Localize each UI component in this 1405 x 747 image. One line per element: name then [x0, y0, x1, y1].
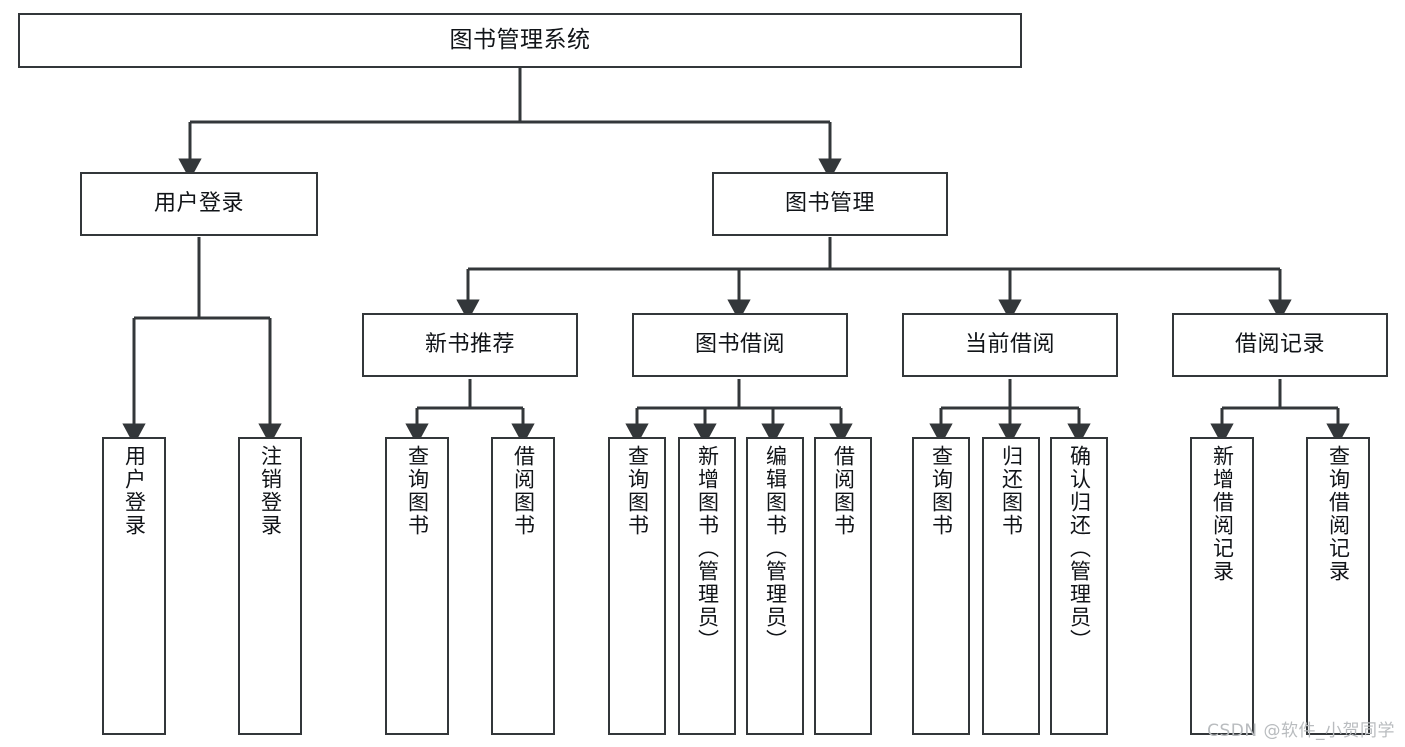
node-label: 图书借阅	[694, 331, 785, 357]
node-current-borrowing[interactable]: 当前借阅	[902, 313, 1118, 377]
node-book-borrowing[interactable]: 图书借阅	[632, 313, 848, 377]
node-label: 用户登录	[153, 190, 244, 216]
leaf-borrow-edit-book-admin[interactable]: 编辑图书（管理员）	[746, 437, 804, 735]
node-label: 图书管理系统	[449, 26, 591, 53]
leaf-borrow-query-books[interactable]: 查询图书	[608, 437, 666, 735]
node-book-management[interactable]: 图书管理	[712, 172, 948, 236]
leaf-current-return-books[interactable]: 归还图书	[982, 437, 1040, 735]
node-book-management-system[interactable]: 图书管理系统	[18, 13, 1022, 68]
leaf-current-query-books[interactable]: 查询图书	[912, 437, 970, 735]
node-label: 借阅图书	[511, 445, 536, 537]
leaf-borrow-borrow-books[interactable]: 借阅图书	[814, 437, 872, 735]
node-label: 归还图书	[999, 445, 1024, 537]
node-label: 新增借阅记录	[1210, 445, 1235, 583]
leaf-user-login-logout[interactable]: 注销登录	[238, 437, 302, 735]
node-user-login[interactable]: 用户登录	[80, 172, 318, 236]
node-label: 查询图书	[929, 445, 954, 537]
node-new-book-recommendation[interactable]: 新书推荐	[362, 313, 578, 377]
watermark: CSDN @软件_小贺同学	[1207, 721, 1395, 741]
node-label: 新书推荐	[424, 331, 515, 357]
node-label: 查询图书	[405, 445, 430, 537]
leaf-records-query-record[interactable]: 查询借阅记录	[1306, 437, 1370, 735]
node-label: 注销登录	[258, 445, 283, 537]
node-label: 确认归还（管理员）	[1067, 445, 1092, 652]
node-borrowing-records[interactable]: 借阅记录	[1172, 313, 1388, 377]
leaf-current-confirm-return-admin[interactable]: 确认归还（管理员）	[1050, 437, 1108, 735]
node-label: 查询借阅记录	[1326, 445, 1351, 583]
node-label: 图书管理	[784, 190, 875, 216]
node-label: 用户登录	[122, 445, 147, 537]
leaf-new-book-query-books[interactable]: 查询图书	[385, 437, 449, 735]
node-label: 查询图书	[625, 445, 650, 537]
leaf-new-book-borrow-books[interactable]: 借阅图书	[491, 437, 555, 735]
leaf-user-login-login[interactable]: 用户登录	[102, 437, 166, 735]
node-label: 当前借阅	[964, 331, 1055, 357]
node-label: 借阅图书	[831, 445, 856, 537]
leaf-borrow-add-book-admin[interactable]: 新增图书（管理员）	[678, 437, 736, 735]
node-label: 编辑图书（管理员）	[763, 445, 788, 652]
leaf-records-add-record[interactable]: 新增借阅记录	[1190, 437, 1254, 735]
node-label: 新增图书（管理员）	[695, 445, 720, 652]
node-label: 借阅记录	[1234, 331, 1325, 357]
